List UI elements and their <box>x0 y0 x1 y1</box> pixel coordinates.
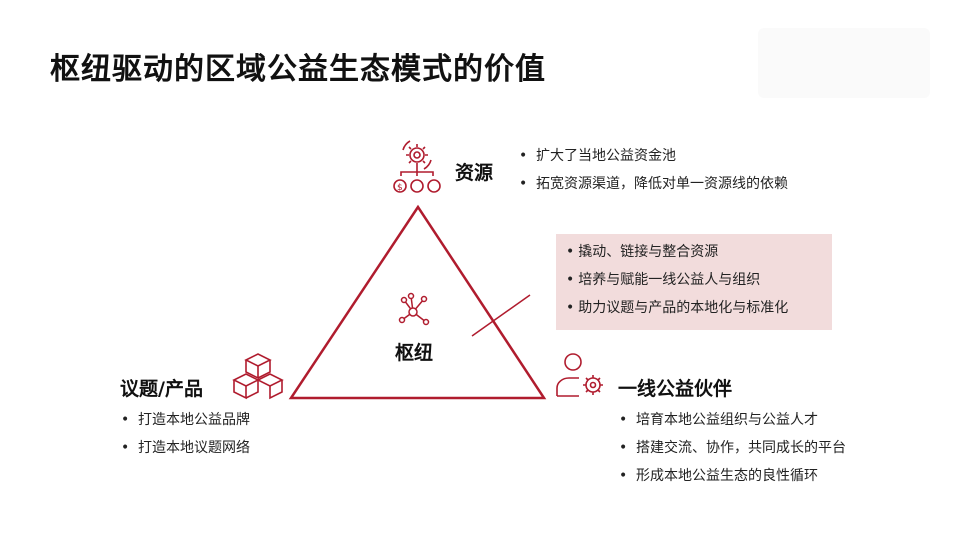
svg-text:$: $ <box>397 183 403 193</box>
list-item: •培养与赋能一线公益人与组织 <box>566 272 761 288</box>
resource-bullets: 扩大了当地公益资金池 拓宽资源渠道，降低对单一资源线的依赖 <box>516 146 788 202</box>
list-item: •撬动、链接与整合资源 <box>566 244 719 260</box>
network-hub-icon <box>398 292 430 326</box>
list-item: 打造本地议题网络 <box>118 438 250 466</box>
list-item: 打造本地公益品牌 <box>118 410 250 438</box>
stacked-boxes-icon <box>232 353 284 400</box>
blank-placeholder-box <box>758 28 930 98</box>
resource-label: 资源 <box>455 162 494 184</box>
list-item: 扩大了当地公益资金池 <box>516 146 788 174</box>
hub-label: 枢纽 <box>395 342 434 364</box>
person-gear-icon <box>556 353 603 397</box>
product-bullets: 打造本地公益品牌 打造本地议题网络 <box>118 410 250 466</box>
list-item: 拓宽资源渠道，降低对单一资源线的依赖 <box>516 174 788 202</box>
partner-bullets: 培育本地公益组织与公益人才 搭建交流、协作，共同成长的平台 形成本地公益生态的良… <box>616 410 846 494</box>
hub-description-box: •撬动、链接与整合资源 •培养与赋能一线公益人与组织 •助力议题与产品的本地化与… <box>556 234 832 330</box>
list-item-text: 培养与赋能一线公益人与组织 <box>578 272 761 288</box>
list-item: 形成本地公益生态的良性循环 <box>616 466 846 494</box>
list-item: 培育本地公益组织与公益人才 <box>616 410 846 438</box>
list-item: •助力议题与产品的本地化与标准化 <box>566 300 789 316</box>
connector-line <box>471 294 531 337</box>
product-label: 议题/产品 <box>120 378 203 400</box>
gear-money-icon: $ <box>393 140 441 193</box>
list-item: 搭建交流、协作，共同成长的平台 <box>616 438 846 466</box>
page-title: 枢纽驱动的区域公益生态模式的价值 <box>50 52 546 87</box>
partner-label: 一线公益伙伴 <box>618 378 733 400</box>
list-item-text: 撬动、链接与整合资源 <box>578 244 719 260</box>
list-item-text: 助力议题与产品的本地化与标准化 <box>578 300 789 316</box>
value-triangle <box>288 204 547 400</box>
